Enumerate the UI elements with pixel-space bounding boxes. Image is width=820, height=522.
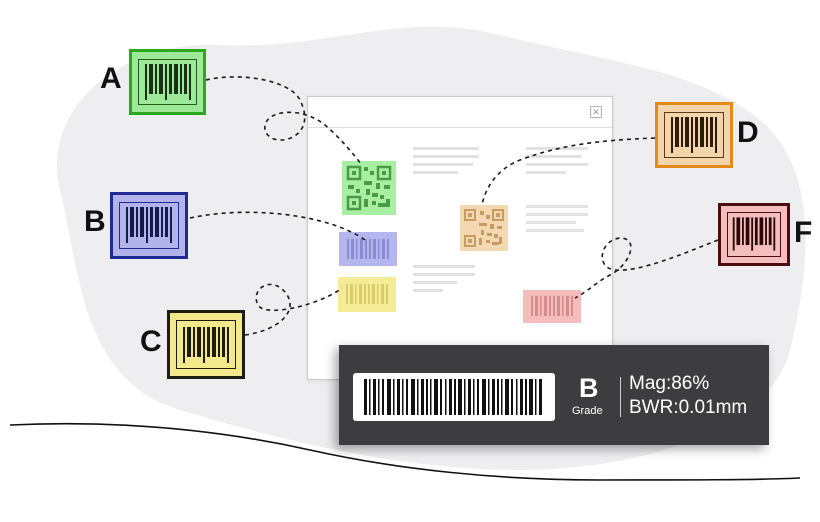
barcode-icon	[126, 207, 172, 244]
label-a: A	[100, 62, 122, 95]
divider	[620, 377, 621, 417]
barcode-icon	[346, 284, 388, 304]
text-block	[413, 265, 475, 297]
text-block	[413, 147, 479, 179]
barcode-icon	[531, 296, 573, 316]
label-f: F	[794, 216, 813, 249]
barcode-icon	[364, 379, 542, 415]
barcode-icon	[347, 239, 389, 259]
barcode-icon	[671, 116, 717, 153]
barcode-tag-d	[655, 102, 733, 168]
verification-panel: B Grade Mag:86% BWR:0.01mm	[339, 345, 769, 445]
barcode-tag-f	[718, 203, 790, 266]
qr-code-icon	[464, 209, 504, 247]
label-d: D	[737, 116, 759, 149]
barcode-red	[523, 290, 581, 323]
barcode-icon	[183, 326, 229, 363]
window-titlebar: ✕	[308, 97, 612, 128]
grade-value: B	[579, 373, 599, 403]
label-b: B	[84, 205, 106, 238]
barcode-yellow	[338, 277, 396, 312]
qr-code-orange	[460, 205, 508, 251]
text-block	[526, 205, 588, 237]
label-c: C	[140, 325, 162, 358]
grade-label: Grade	[572, 405, 603, 417]
barcode-tag-b	[110, 192, 188, 259]
verified-barcode	[353, 373, 555, 421]
barcode-icon	[144, 63, 191, 100]
barcode-tag-c	[167, 310, 245, 379]
qr-code-green	[342, 161, 396, 215]
magnification-readout: Mag:86%	[629, 373, 710, 394]
close-icon[interactable]: ✕	[590, 106, 602, 118]
barcode-tag-a	[129, 49, 206, 115]
qr-code-icon	[346, 165, 392, 211]
bar-width-reduction-readout: BWR:0.01mm	[629, 397, 748, 418]
barcode-icon	[732, 217, 776, 252]
